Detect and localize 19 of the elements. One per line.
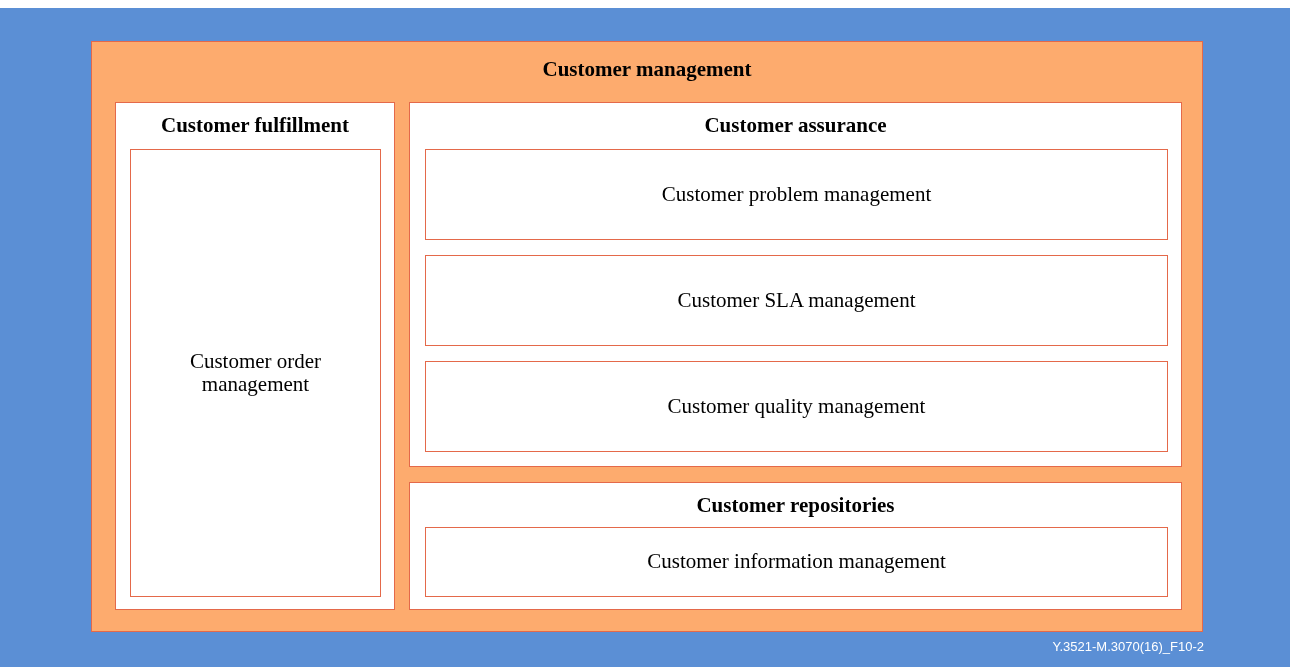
function-box [425,149,1168,240]
group-panel [409,102,1182,467]
function-label: Customer problem management [660,182,933,207]
function-label: Customer order management [188,349,323,397]
panel-heading: Customer assurance [703,114,888,138]
figure-id: Y.3521-M.3070(16)_F10-2 [1052,639,1204,654]
function-label: Customer information management [646,550,947,574]
panel-heading: Customer fulfillment [160,114,350,138]
function-box [425,527,1168,597]
function-box [425,361,1168,452]
function-box [130,149,381,597]
group-panel [409,482,1182,610]
panel-heading: Customer repositories [695,494,896,518]
panel-heading: Customer management [541,58,753,82]
function-label: Customer SLA management [676,288,917,313]
function-label: Customer quality management [666,394,927,419]
function-box [425,255,1168,346]
group-panel [115,102,395,610]
group-panel [91,41,1203,632]
